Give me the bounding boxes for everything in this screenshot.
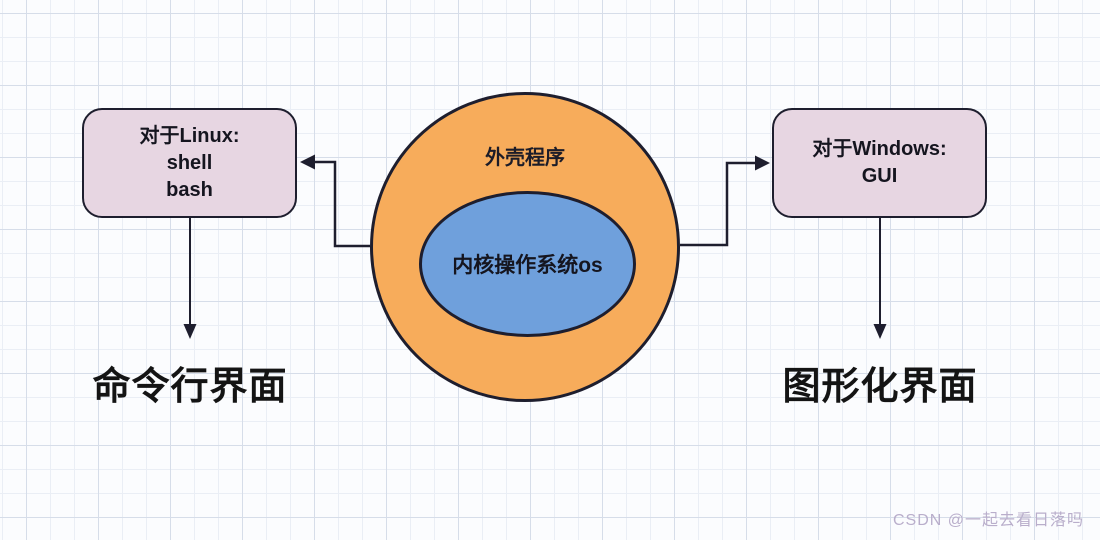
- windows-box-line-2: GUI: [861, 165, 898, 187]
- kernel-ellipse: 内核操作系统os: [419, 191, 636, 337]
- arrowhead-down-icon: [183, 324, 197, 339]
- arrowhead-left-icon: [300, 154, 315, 170]
- cli-label: 命令行界面: [92, 366, 288, 408]
- watermark: CSDN @一起去看日落吗: [893, 512, 1085, 529]
- shell-circle-label: 外壳程序: [485, 147, 565, 169]
- arrow-windows-box-to-gui: [873, 218, 887, 339]
- arrowhead-right-icon: [755, 155, 770, 171]
- linux-box: 对于Linux: shell bash: [82, 108, 297, 218]
- arrow-linux-box-to-cli: [183, 218, 197, 339]
- arrowhead-down-icon: [873, 324, 887, 339]
- linux-box-line-1: 对于Linux:: [139, 124, 240, 147]
- linux-box-line-3: bash: [166, 178, 213, 201]
- windows-box-line-1: 对于Windows:: [812, 138, 947, 160]
- arrow-circle-to-linux-box: [300, 154, 370, 248]
- kernel-ellipse-label: 内核操作系统os: [452, 254, 603, 277]
- arrow-circle-to-windows-box: [680, 155, 770, 247]
- linux-box-line-2: shell: [166, 151, 213, 174]
- gui-label: 图形化界面: [782, 366, 978, 408]
- windows-box: 对于Windows: GUI: [772, 108, 987, 218]
